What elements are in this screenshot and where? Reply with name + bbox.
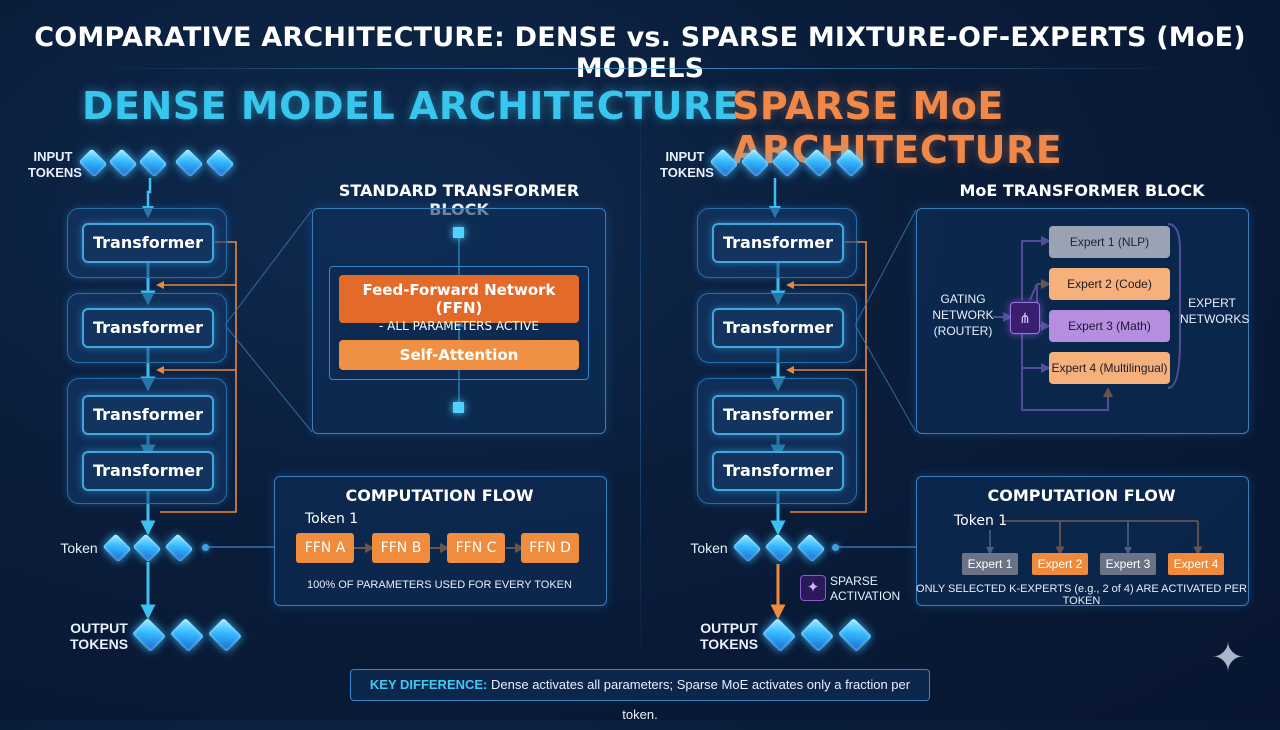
dense-block-top-node <box>453 227 464 238</box>
moe-transformer-2: Transformer <box>712 308 844 348</box>
flow-expert-3: Expert 3 <box>1100 553 1156 575</box>
flow-ffn-d: FFN D <box>521 533 579 563</box>
token-cube <box>835 148 865 178</box>
moe-token-label: Token <box>690 540 728 556</box>
token-cube <box>764 533 794 563</box>
self-attention-box: Self-Attention <box>339 340 579 370</box>
moe-flow-token: Token 1 <box>954 513 1008 529</box>
dense-flow-caption: 100% OF PARAMETERS USED FOR EVERY TOKEN <box>307 579 572 591</box>
token-cube <box>174 148 204 178</box>
token-cube <box>131 617 167 653</box>
dense-transformer-3: Transformer <box>82 395 214 435</box>
dense-block-inner <box>329 266 589 380</box>
flow-expert-4: Expert 4 <box>1168 553 1224 575</box>
dense-zoom-line-2 <box>224 324 313 433</box>
token-cube <box>740 148 770 178</box>
token-cube <box>761 617 797 653</box>
dense-input-connector <box>141 178 155 219</box>
key-difference-box: KEY DIFFERENCE: Dense activates all para… <box>350 669 930 722</box>
moe-output-tokens <box>760 617 880 653</box>
flow-expert-1: Expert 1 <box>962 553 1018 575</box>
expert-3: Expert 3 (Math) <box>1049 310 1170 342</box>
moe-flow-title: COMPUTATION FLOW <box>987 486 1176 505</box>
dense-token-label: Token <box>60 540 98 556</box>
token-cube <box>169 617 205 653</box>
center-divider <box>640 80 641 670</box>
token-cube <box>803 148 833 178</box>
dense-zoom-line-1 <box>224 209 313 326</box>
dense-transformer-2: Transformer <box>82 308 214 348</box>
expert-4: Expert 4 (Multilingual) <box>1049 352 1170 384</box>
key-difference-label: KEY DIFFERENCE: <box>369 677 488 692</box>
star-sparkle-icon: ✦ <box>1211 636 1245 680</box>
moe-transformer-1: Transformer <box>712 223 844 263</box>
token-cube <box>771 148 801 178</box>
dense-section-title: DENSE MODEL ARCHITECTURE <box>82 84 740 128</box>
moe-transformer-4: Transformer <box>712 451 844 491</box>
dense-token-dot <box>202 544 209 551</box>
token-cube <box>108 148 138 178</box>
dense-flow-title: COMPUTATION FLOW <box>345 486 534 505</box>
moe-input-tokens <box>709 146 879 178</box>
key-difference-text: Dense activates all parameters; Sparse M… <box>491 677 911 722</box>
moe-block-title: MoE TRANSFORMER BLOCK <box>959 181 1205 200</box>
ffn-label: Feed-Forward Network (FFN) <box>362 281 556 317</box>
token-cube <box>205 148 235 178</box>
router-icon: ⋔ <box>1010 302 1040 334</box>
token-cube <box>138 148 168 178</box>
token-cube <box>796 533 826 563</box>
flow-ffn-c: FFN C <box>447 533 505 563</box>
dense-flow-token: Token 1 <box>305 511 359 527</box>
dense-output-tokens <box>130 617 250 653</box>
dense-input-tokens <box>78 146 248 178</box>
ffn-box: Feed-Forward Network (FFN) - ALL PARAMET… <box>339 275 579 333</box>
expert-2: Expert 2 (Code) <box>1049 268 1170 300</box>
moe-transformer-3: Transformer <box>712 395 844 435</box>
token-cube <box>164 533 194 563</box>
title-rule <box>90 68 1190 69</box>
moe-flow-caption: ONLY SELECTED K-EXPERTS (e.g., 2 of 4) A… <box>916 583 1247 607</box>
dense-transformer-4: Transformer <box>82 451 214 491</box>
expert-1: Expert 1 (NLP) <box>1049 226 1170 258</box>
token-cube <box>78 148 108 178</box>
sparkle-icon: ✦ <box>800 575 826 601</box>
dense-transformer-1: Transformer <box>82 223 214 263</box>
token-cube <box>837 617 873 653</box>
flow-ffn-b: FFN B <box>372 533 430 563</box>
dense-block-bottom-node <box>453 402 464 413</box>
moe-flow-panel <box>916 476 1249 606</box>
token-cube <box>132 533 162 563</box>
flow-ffn-a: FFN A <box>296 533 354 563</box>
token-cube <box>709 148 739 178</box>
moe-token-dot <box>832 544 839 551</box>
token-cube <box>732 533 762 563</box>
token-cube <box>102 533 132 563</box>
token-cube <box>799 617 835 653</box>
token-cube <box>207 617 243 653</box>
flow-expert-2: Expert 2 <box>1032 553 1088 575</box>
dense-token-cubes <box>100 532 204 563</box>
ffn-sub: - ALL PARAMETERS ACTIVE <box>379 319 539 333</box>
moe-token-cubes <box>730 532 834 563</box>
